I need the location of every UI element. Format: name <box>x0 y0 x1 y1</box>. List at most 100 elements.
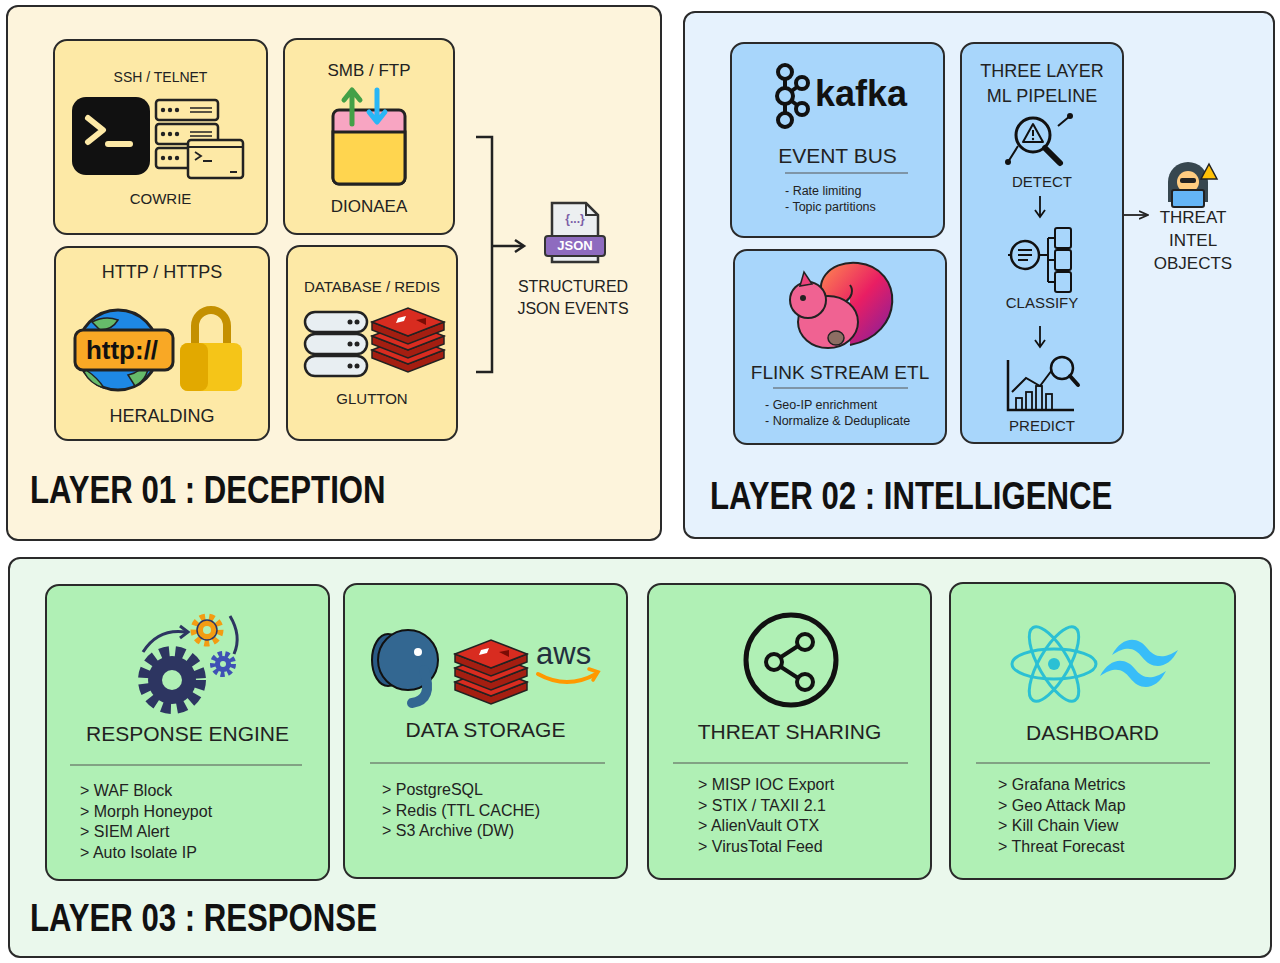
box-heading: THREAT SHARING <box>647 719 932 744</box>
gears-icon <box>143 616 237 708</box>
detect-icon <box>1016 118 1050 152</box>
folder-icon <box>333 90 405 184</box>
json-file-icon <box>586 203 598 215</box>
box-text: DETECT <box>960 173 1124 191</box>
kafka-logo <box>777 65 808 127</box>
box-text: HTTP / HTTPS <box>54 261 270 283</box>
box-text: COWRIE <box>53 190 268 208</box>
box-text: > Redis (TTL CACHE) <box>382 801 627 821</box>
database-icon <box>348 320 353 325</box>
merge-bracket <box>515 240 524 252</box>
box-text: > Kill Chain View <box>998 816 1243 836</box>
box-text: JSON <box>545 238 605 254</box>
json-file-icon <box>552 203 598 262</box>
honeypot-box: SMB / FTPDIONAEA <box>283 38 455 235</box>
flink-squirrel <box>798 296 858 348</box>
response-box: DASHBOARD> Grafana Metrics> Geo Attack M… <box>949 582 1236 880</box>
box-text: > VirusTotal Feed <box>698 837 943 857</box>
box-heading: kafka <box>815 72 940 115</box>
box-text: > AlienVault OTX <box>698 816 943 836</box>
honeypot-box: HTTP / HTTPShttp://HERALDING <box>54 246 270 441</box>
json-file-icon <box>545 236 605 256</box>
lock-icon <box>180 343 242 391</box>
gears-icon <box>203 626 211 634</box>
gears-icon <box>144 652 200 708</box>
terminal-icon <box>72 97 150 175</box>
box-text: - Geo-IP enrichment <box>765 398 945 413</box>
flow-arrow <box>1035 326 1045 347</box>
layer-panel: LAYER 03 : RESPONSERESPONSE ENGINE> WAF … <box>8 557 1272 958</box>
classify-icon <box>1008 228 1071 292</box>
postgres-logo <box>412 670 427 703</box>
gears-icon <box>148 656 196 704</box>
hacker-icon <box>1180 178 1196 183</box>
detect-icon <box>1045 148 1060 163</box>
flink-squirrel <box>800 272 812 286</box>
database-icon <box>305 334 367 354</box>
icon-node: {...}JSONSTRUCTURED JSON EVENTS <box>508 200 638 320</box>
predict-icon <box>1036 386 1042 410</box>
detect-icon <box>1032 138 1034 140</box>
hacker-icon <box>1177 171 1199 193</box>
predict-icon <box>1008 360 1074 410</box>
gears-icon <box>213 654 233 674</box>
postgres-logo <box>372 634 404 686</box>
gears-icon <box>215 656 231 672</box>
lock-icon <box>195 310 227 346</box>
predict-icon <box>1012 370 1052 392</box>
box-text: THREE LAYER ML PIPELINE <box>967 59 1117 109</box>
layer-panel: LAYER 01 : DECEPTIONSSH / TELNETCOWRIESM… <box>6 5 662 541</box>
classify-icon <box>1018 250 1032 260</box>
react-logo <box>1048 658 1060 670</box>
detect-icon <box>1005 159 1011 165</box>
detect-icon <box>1008 116 1070 162</box>
kafka-logo <box>777 88 793 104</box>
kafka-logo <box>796 77 808 89</box>
aws-smile <box>589 669 598 680</box>
folder-icon <box>333 110 405 184</box>
share-icon <box>766 654 782 670</box>
database-icon <box>355 364 360 369</box>
server-icon <box>188 140 243 178</box>
box-text: > Threat Forecast <box>998 837 1243 857</box>
detect-icon <box>1067 113 1073 119</box>
kafka-logo <box>778 65 792 79</box>
divider-line <box>370 762 605 763</box>
box-text: > S3 Archive (DW) <box>382 821 627 841</box>
server-icon <box>175 132 179 136</box>
database-icon <box>355 320 360 325</box>
classify-icon <box>1008 238 1055 282</box>
server-icon <box>190 108 212 136</box>
terminal-icon <box>108 141 130 147</box>
gears-icon <box>220 661 226 667</box>
box-text: > Morph Honeypot <box>80 802 325 822</box>
tailwind-logo <box>1100 640 1178 687</box>
share-icon <box>797 634 813 650</box>
server-icon <box>168 132 172 136</box>
divider-line <box>773 387 908 388</box>
box-text: > PostgreSQL <box>382 780 627 800</box>
globe-icon <box>128 360 148 386</box>
server-icon <box>156 124 218 144</box>
database-icon <box>305 356 367 376</box>
box-heading: DASHBOARD <box>949 720 1236 745</box>
postgres-logo <box>378 630 438 690</box>
kafka-logo <box>785 72 801 120</box>
flink-squirrel <box>790 263 892 348</box>
pipeline-box: FLINK STREAM ETL - Geo-IP enrichment- Nor… <box>733 249 947 445</box>
box-text: DIONAEA <box>283 197 455 217</box>
flink-squirrel <box>790 282 826 318</box>
aws-smile <box>538 674 596 682</box>
box-text: > STIX / TAXII 2.1 <box>698 796 943 816</box>
box-text: > Geo Attack Map <box>998 796 1243 816</box>
icon-node: THREAT INTEL OBJECTS <box>1148 150 1238 280</box>
flink-squirrel <box>821 263 892 345</box>
gears-icon <box>197 620 217 640</box>
layer-title: LAYER 02 : INTELLIGENCE <box>710 477 1112 515</box>
classify-icon <box>1055 250 1071 270</box>
box-text: - Normalize & Deduplicate <box>765 414 945 429</box>
redis-logo <box>372 308 444 372</box>
box-heading: FLINK STREAM ETL <box>733 361 947 384</box>
box-text: THREAT INTEL OBJECTS <box>1148 206 1238 275</box>
